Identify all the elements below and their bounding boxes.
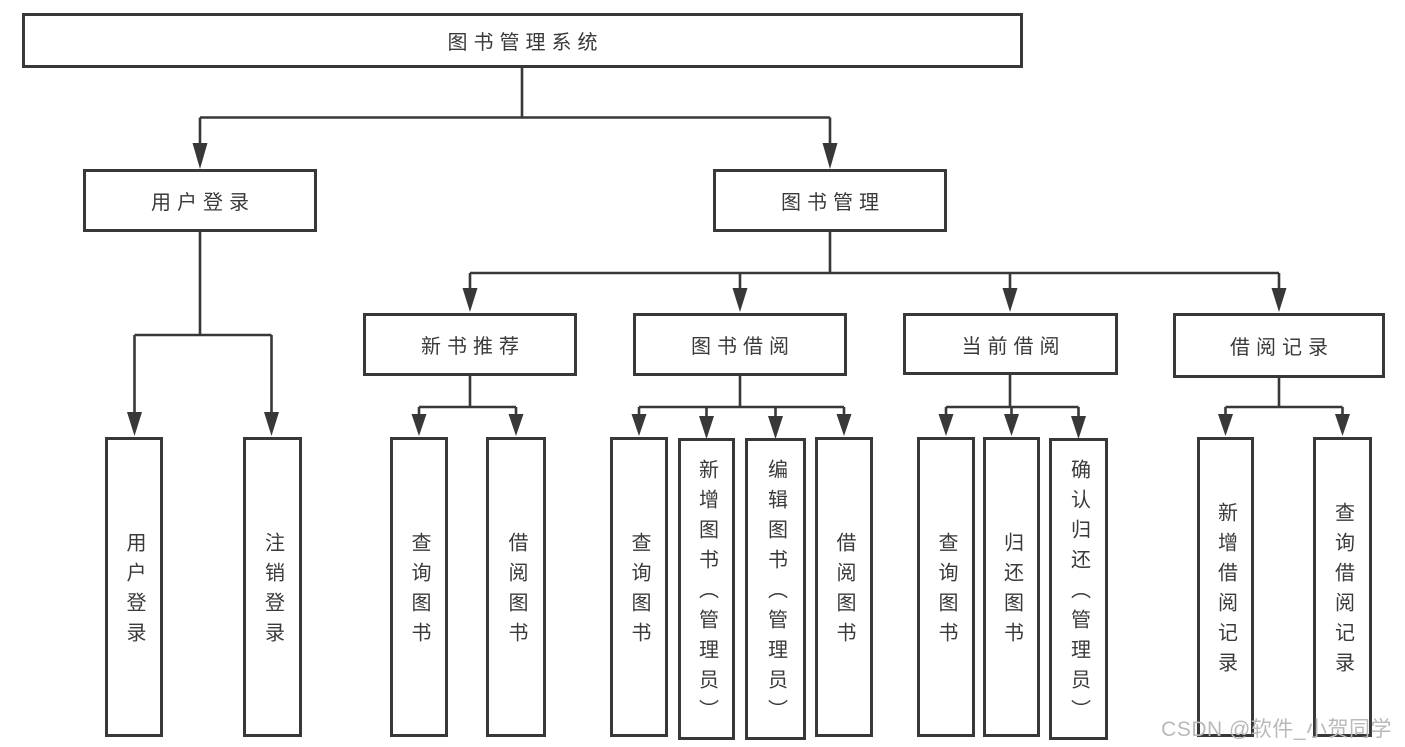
node-user-login: 用户登录 — [83, 169, 317, 232]
connector-lines — [133, 68, 1344, 420]
node-label: 注销登录 — [261, 532, 284, 652]
node-label: 图书借阅 — [691, 336, 795, 358]
leaf-confirm-return-admin: 确认归还（管理员） — [1049, 438, 1108, 740]
node-label: 新增借阅记录 — [1214, 502, 1237, 682]
node-label: 图书管理 — [781, 192, 885, 214]
arrowheads — [127, 143, 1350, 439]
node-label: 用户登录 — [151, 192, 255, 214]
watermark-text: CSDN @软件_小贺同学 — [1161, 718, 1392, 741]
node-label: 当前借阅 — [961, 335, 1066, 358]
node-label: 查询借阅记录 — [1331, 502, 1354, 682]
node-current-borrowing: 当前借阅 — [903, 313, 1118, 375]
node-label: 借阅记录 — [1230, 337, 1334, 359]
node-label: 图书管理系统 — [447, 32, 604, 54]
leaf-logout: 注销登录 — [243, 437, 302, 737]
leaf-return-books: 归还图书 — [983, 437, 1040, 737]
node-label: 查询图书 — [935, 532, 957, 652]
leaf-edit-books-admin: 编辑图书（管理员） — [745, 438, 806, 740]
leaf-add-books-admin: 新增图书（管理员） — [678, 438, 735, 740]
node-book-borrowing: 图书借阅 — [633, 313, 847, 376]
leaf-query-books-borrowing: 查询图书 — [610, 437, 668, 737]
node-label: 借阅图书 — [505, 532, 527, 652]
node-label: 借阅图书 — [833, 532, 855, 652]
node-borrowing-records: 借阅记录 — [1173, 313, 1385, 378]
node-label: 新书推荐 — [421, 336, 525, 358]
leaf-query-books-recommend: 查询图书 — [390, 437, 448, 737]
node-new-book-recommendation: 新书推荐 — [363, 313, 577, 376]
node-label: 查询图书 — [408, 532, 430, 652]
leaf-borrow-books-borrowing: 借阅图书 — [815, 437, 873, 737]
node-label: 编辑图书（管理员） — [764, 459, 787, 729]
leaf-borrow-books-recommend: 借阅图书 — [486, 437, 546, 737]
leaf-add-borrow-record: 新增借阅记录 — [1197, 437, 1254, 737]
node-label: 归还图书 — [1000, 532, 1023, 652]
node-label: 查询图书 — [628, 532, 650, 652]
node-label: 新增图书（管理员） — [695, 459, 718, 729]
leaf-query-borrow-record: 查询借阅记录 — [1313, 437, 1372, 737]
node-book-management: 图书管理 — [713, 169, 947, 232]
leaf-user-login: 用户登录 — [105, 437, 163, 737]
node-library-management-system: 图书管理系统 — [22, 13, 1023, 68]
node-label: 确认归还（管理员） — [1067, 459, 1090, 729]
node-label: 用户登录 — [123, 532, 145, 652]
leaf-query-books-current: 查询图书 — [917, 437, 975, 737]
